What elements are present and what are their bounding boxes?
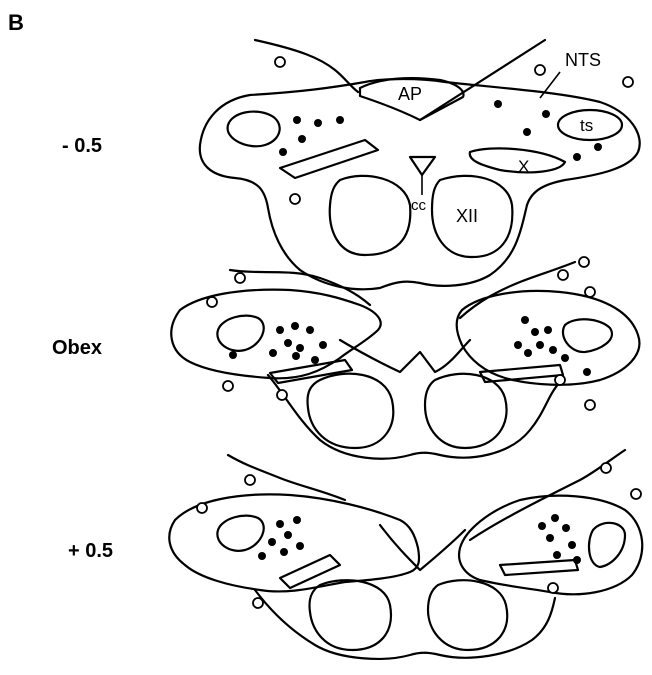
filled-marker: [284, 531, 292, 539]
open-marker: [207, 297, 217, 307]
open-marker: [277, 390, 287, 400]
open-marker: [223, 381, 233, 391]
level-label-plus-0-5: + 0.5: [68, 540, 113, 562]
filled-marker: [296, 344, 304, 352]
filled-marker: [546, 534, 554, 542]
filled-marker: [549, 346, 557, 354]
section-minus-0-5: AP NTS ts X cc XII: [200, 40, 640, 289]
section-2-left-nucleus: [217, 316, 263, 351]
open-marker: [631, 489, 641, 499]
filled-marker: [306, 326, 314, 334]
filled-marker: [594, 143, 602, 151]
filled-marker: [314, 119, 322, 127]
filled-marker: [293, 116, 301, 124]
label-cc: cc: [411, 197, 427, 214]
section-2-xii-right: [425, 374, 507, 448]
panel-letter: B: [8, 10, 24, 35]
open-marker: [197, 503, 207, 513]
open-marker: [601, 463, 611, 473]
section-plus-0-5: [169, 450, 642, 659]
filled-marker: [268, 538, 276, 546]
section-1-x-left: [280, 140, 378, 178]
filled-marker: [523, 128, 531, 136]
filled-marker: [293, 516, 301, 524]
filled-marker: [536, 341, 544, 349]
open-marker: [579, 257, 589, 267]
open-marker: [623, 77, 633, 87]
filled-marker: [336, 116, 344, 124]
open-marker: [558, 270, 568, 280]
filled-marker: [284, 339, 292, 347]
filled-marker: [531, 328, 539, 336]
filled-marker: [542, 110, 550, 118]
section-3-open-markers: [197, 463, 641, 608]
section-1-cc: [410, 157, 435, 175]
open-marker: [585, 400, 595, 410]
filled-marker: [521, 316, 529, 324]
filled-marker: [538, 522, 546, 530]
open-marker: [548, 583, 558, 593]
filled-marker: [258, 552, 266, 560]
filled-marker: [298, 135, 306, 143]
filled-marker: [583, 368, 591, 376]
open-marker: [535, 65, 545, 75]
filled-marker: [562, 524, 570, 532]
open-marker: [245, 475, 255, 485]
filled-marker: [276, 520, 284, 528]
filled-marker: [280, 548, 288, 556]
section-3-right-nucleus: [589, 523, 625, 567]
filled-marker: [514, 341, 522, 349]
filled-marker: [292, 352, 300, 360]
open-marker: [275, 57, 285, 67]
filled-marker: [573, 556, 581, 564]
open-marker: [585, 287, 595, 297]
filled-marker: [568, 541, 576, 549]
section-3-ventral-body: [255, 590, 555, 659]
label-xii: XII: [456, 206, 478, 226]
section-1-left-nucleus: [228, 112, 280, 147]
section-3-right-lobe: [459, 496, 642, 595]
section-2-xii-left: [308, 374, 394, 448]
filled-marker: [229, 351, 237, 359]
filled-marker: [296, 542, 304, 550]
section-1-left-boundary: [255, 40, 358, 92]
label-x: X: [518, 157, 529, 176]
filled-marker: [269, 349, 277, 357]
label-ts: ts: [580, 116, 593, 135]
level-label-minus-0-5: - 0.5: [62, 135, 102, 157]
section-2-x-left: [270, 360, 352, 383]
section-2-top-right-edge: [460, 262, 575, 318]
section-1-outline: [200, 79, 640, 289]
label-nts: NTS: [565, 50, 601, 70]
section-3-xii-left: [309, 580, 390, 650]
filled-marker: [553, 551, 561, 559]
label-ap: AP: [398, 84, 422, 104]
level-label-obex: Obex: [52, 337, 102, 359]
filled-marker: [276, 326, 284, 334]
section-3-x-left: [280, 555, 340, 588]
filled-marker: [573, 153, 581, 161]
section-1-xii-left: [330, 176, 411, 255]
section-3-left-nucleus: [217, 516, 263, 551]
filled-marker: [544, 326, 552, 334]
filled-marker: [319, 341, 327, 349]
section-2-right-nucleus: [563, 319, 612, 352]
filled-marker: [561, 354, 569, 362]
filled-marker: [279, 148, 287, 156]
filled-marker: [494, 100, 502, 108]
filled-marker: [524, 349, 532, 357]
filled-marker: [551, 514, 559, 522]
section-3-x-right: [500, 560, 578, 575]
filled-marker: [291, 322, 299, 330]
section-3-xii-right: [428, 580, 507, 650]
open-marker: [253, 598, 263, 608]
section-3-midline-notch: [380, 525, 465, 570]
open-marker: [555, 375, 565, 385]
section-obex: [171, 257, 639, 459]
filled-marker: [311, 356, 319, 364]
open-marker: [235, 273, 245, 283]
open-marker: [290, 194, 300, 204]
